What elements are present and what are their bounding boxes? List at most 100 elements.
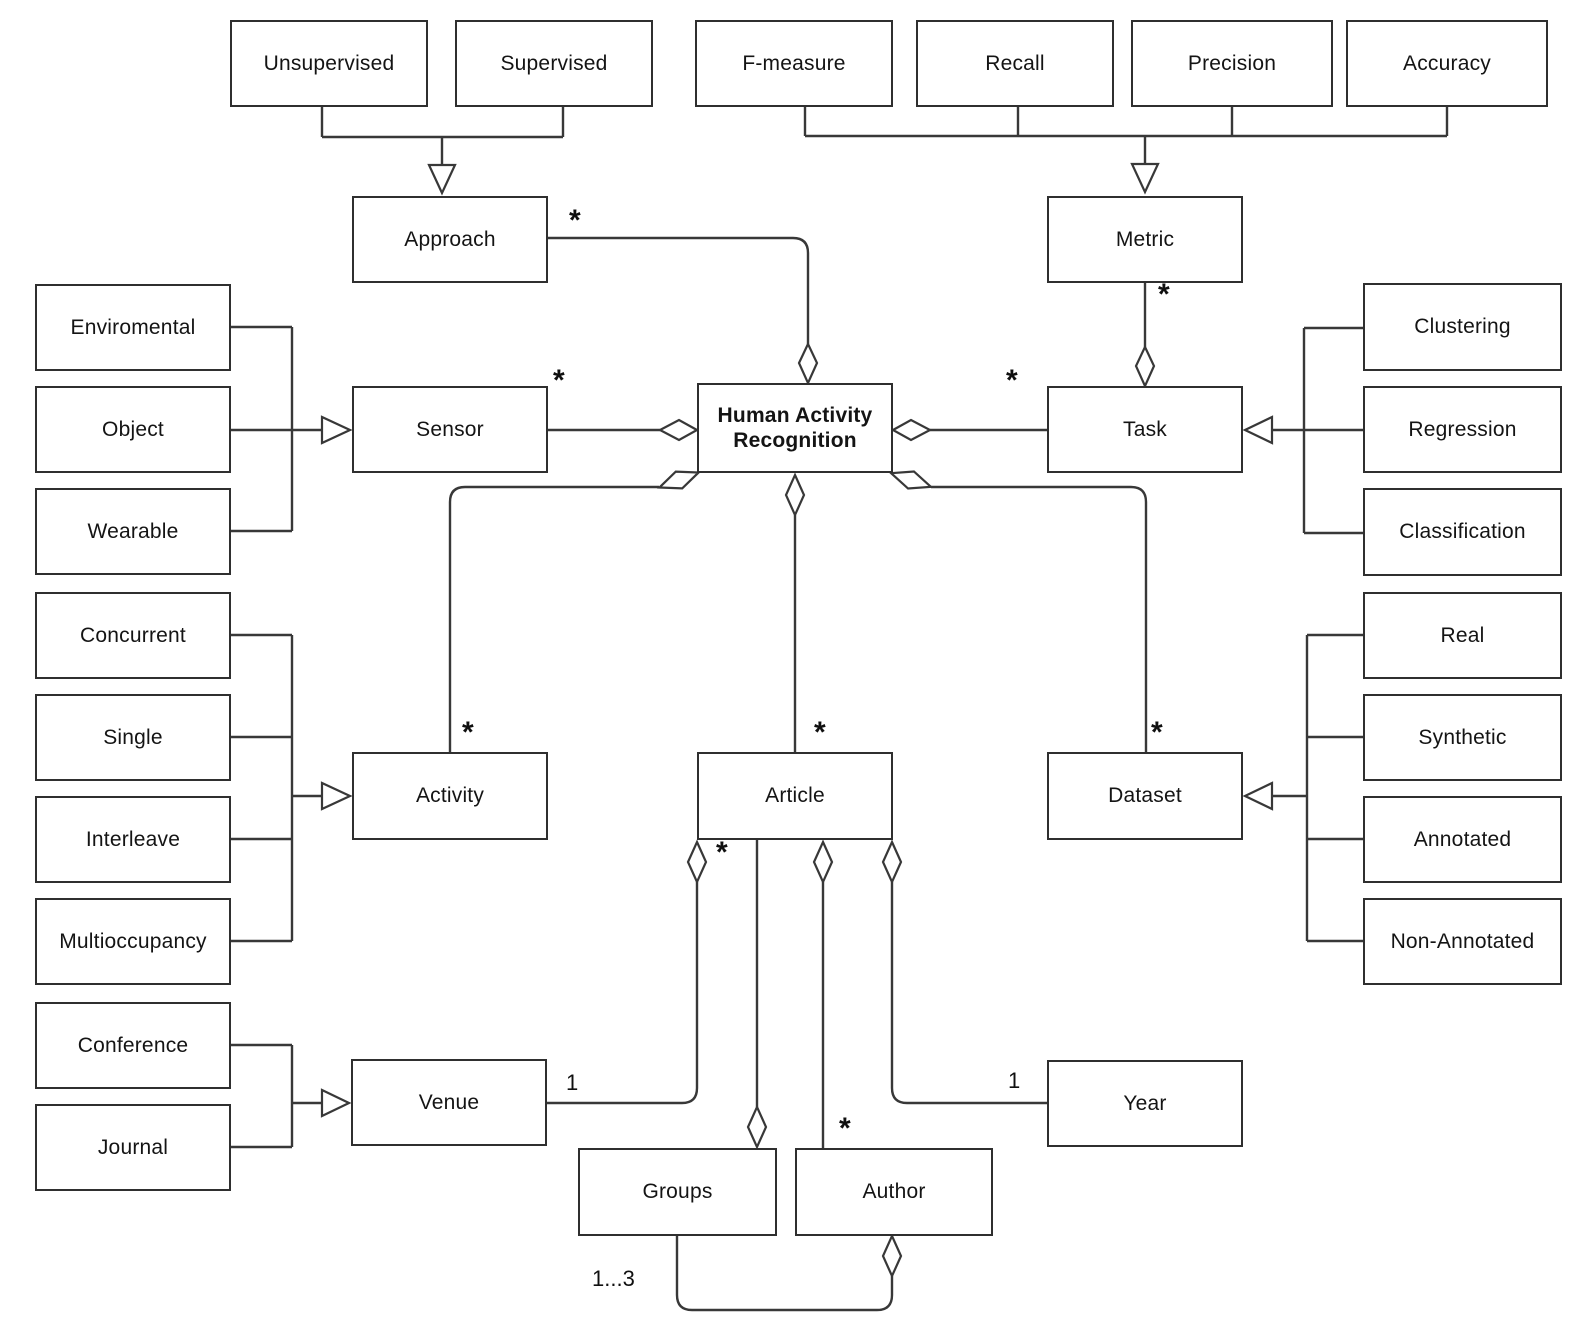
edge-venuekinds-to-venue — [231, 1043, 352, 1149]
class-box-article: Article — [697, 752, 893, 840]
class-label: Sensor — [416, 417, 484, 441]
class-label: Concurrent — [80, 623, 186, 647]
class-box-f-measure: F-measure — [695, 20, 893, 107]
class-label: Enviromental — [70, 315, 196, 339]
class-label: Annotated — [1413, 827, 1512, 851]
diamond-icon — [812, 839, 834, 885]
multiplicity-article-year-one: 1 — [1008, 1068, 1021, 1093]
class-box-approach: Approach — [352, 196, 548, 283]
class-box-multioccupancy: Multioccupancy — [35, 898, 231, 985]
edge-har-activity — [448, 470, 702, 752]
triangle-arrow-icon — [320, 1088, 352, 1118]
class-box-task: Task — [1047, 386, 1243, 473]
class-box-venue: Venue — [351, 1059, 547, 1146]
class-label: Precision — [1187, 51, 1277, 75]
diamond-icon — [797, 341, 819, 386]
edge-measures-to-metric — [803, 107, 1449, 195]
class-label: Metric — [1115, 227, 1175, 251]
class-label: Supervised — [500, 51, 608, 75]
class-box-interleave: Interleave — [35, 796, 231, 883]
edge-supervision-to-approach — [320, 107, 565, 196]
class-label: Accuracy — [1403, 51, 1491, 75]
class-box-human-activity-recognition: Human Activity Recognition — [697, 383, 893, 473]
triangle-arrow-icon — [320, 781, 353, 811]
multiplicity-article-venue-one: 1 — [566, 1070, 579, 1095]
multiplicity-author-groups-range: 1...3 — [592, 1266, 635, 1291]
class-box-author: Author — [795, 1148, 993, 1236]
triangle-arrow-icon — [1242, 781, 1274, 811]
class-box-precision: Precision — [1131, 20, 1333, 107]
edge-article-year — [881, 839, 1047, 1105]
class-box-single: Single — [35, 694, 231, 781]
edge-datasetkinds-to-dataset — [1242, 633, 1363, 943]
edge-article-groups — [746, 840, 768, 1150]
multiplicity-har-article: * — [814, 716, 826, 749]
class-label: Non-Annotated — [1390, 929, 1535, 953]
edge-sensorkinds-to-sensor — [231, 325, 353, 533]
multiplicity-article-venue-star: * — [716, 836, 728, 869]
diamond-icon — [881, 1233, 903, 1279]
multiplicity-har-dataset: * — [1151, 716, 1163, 749]
multiplicity-task-metric: * — [1158, 278, 1170, 311]
multiplicity-har-task: * — [1006, 364, 1018, 397]
edge-author-groups — [675, 1233, 903, 1312]
class-label: Task — [1123, 417, 1167, 441]
class-box-wearable: Wearable — [35, 488, 231, 575]
class-label: Approach — [404, 227, 496, 251]
diamond-icon — [746, 1104, 768, 1150]
multiplicity-har-activity: * — [462, 716, 474, 749]
diamond-icon — [656, 470, 702, 490]
class-box-activity: Activity — [352, 752, 548, 840]
class-label: Year — [1123, 1091, 1167, 1115]
class-box-recall: Recall — [916, 20, 1114, 107]
class-box-regression: Regression — [1363, 386, 1562, 473]
edge-har-sensor — [548, 418, 700, 442]
class-box-year: Year — [1047, 1060, 1243, 1147]
edge-article-venue — [547, 839, 708, 1105]
diamond-icon — [888, 470, 934, 490]
class-box-classification: Classification — [1363, 488, 1562, 576]
triangle-arrow-icon — [1130, 162, 1160, 195]
edge-task-metric — [1134, 283, 1156, 389]
class-label: Dataset — [1108, 784, 1182, 808]
class-box-concurrent: Concurrent — [35, 592, 231, 679]
class-label: Unsupervised — [263, 51, 395, 75]
triangle-arrow-icon — [1242, 415, 1274, 445]
diamond-icon — [881, 839, 903, 885]
class-box-accuracy: Accuracy — [1346, 20, 1548, 107]
edge-taskkinds-to-task — [1242, 326, 1363, 535]
class-box-synthetic: Synthetic — [1363, 694, 1562, 781]
class-label: Journal — [97, 1135, 169, 1159]
class-box-clustering: Clustering — [1363, 283, 1562, 371]
triangle-arrow-icon — [320, 415, 353, 445]
class-label: Object — [102, 417, 164, 441]
class-label: Author — [862, 1180, 926, 1204]
class-label: Article — [765, 784, 825, 808]
class-label: F-measure — [742, 51, 846, 75]
class-label: Human Activity Recognition — [717, 403, 873, 452]
diamond-icon — [784, 472, 806, 518]
diamond-icon — [890, 418, 933, 442]
class-label: Conference — [77, 1033, 189, 1057]
class-label: Interleave — [85, 827, 181, 851]
class-box-real: Real — [1363, 592, 1562, 679]
class-box-journal: Journal — [35, 1104, 231, 1191]
class-box-unsupervised: Unsupervised — [230, 20, 428, 107]
class-box-dataset: Dataset — [1047, 752, 1243, 840]
class-label: Real — [1440, 623, 1485, 647]
class-label: Venue — [418, 1090, 480, 1114]
diamond-icon — [657, 418, 700, 442]
class-label: Groups — [642, 1180, 713, 1204]
class-label: Activity — [415, 784, 485, 808]
class-box-supervised: Supervised — [455, 20, 653, 107]
triangle-arrow-icon — [427, 163, 457, 196]
class-box-conference: Conference — [35, 1002, 231, 1089]
diamond-icon — [1134, 344, 1156, 389]
class-box-non-annotated: Non-Annotated — [1363, 898, 1562, 985]
class-box-annotated: Annotated — [1363, 796, 1562, 883]
class-label: Regression — [1408, 417, 1517, 441]
class-box-enviromental: Enviromental — [35, 284, 231, 371]
edge-har-dataset — [888, 470, 1148, 752]
